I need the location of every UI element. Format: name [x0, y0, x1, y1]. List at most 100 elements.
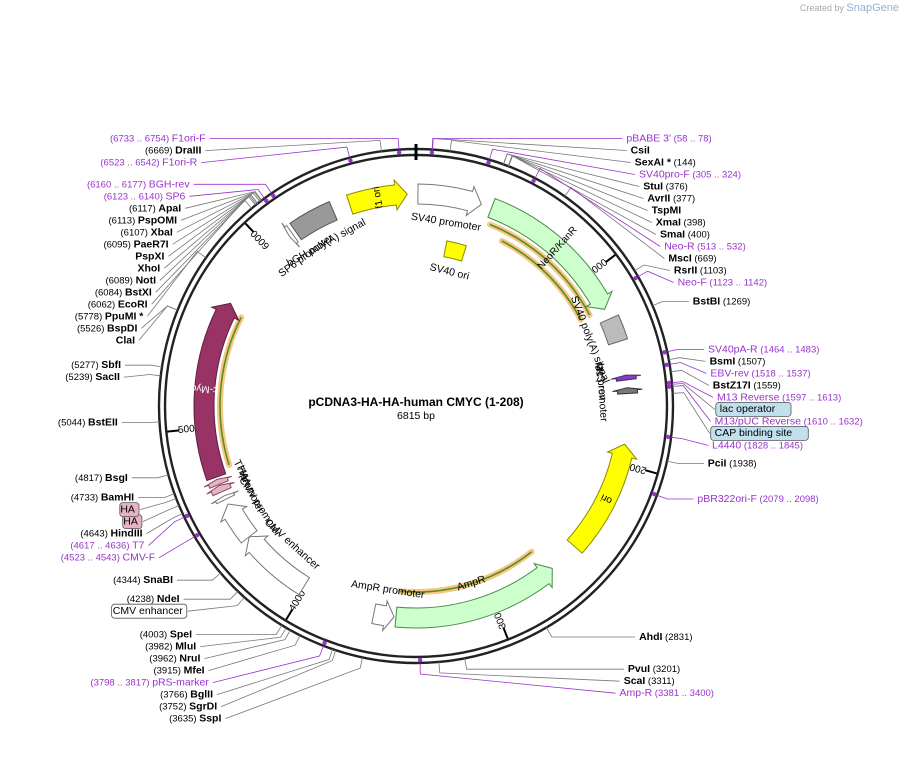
enzyme-position: (5277): [71, 360, 101, 371]
feature-tag-ha: HA: [120, 503, 135, 515]
primer-name: Amp-R: [620, 687, 653, 699]
primer-site-pbabe-3: [429, 150, 435, 155]
primer-name: Neo-R: [664, 240, 695, 252]
orf-line: [501, 240, 582, 321]
leader-t7: [148, 516, 185, 546]
leader-f1ori-r: [201, 146, 351, 163]
enzyme-position: (5044): [58, 417, 88, 428]
leader-paer7i: [172, 194, 259, 245]
primer-f1ori-f: (6733 .. 6754) F1ori-F: [110, 132, 206, 144]
primer-site-bgh-rev: [271, 193, 276, 199]
plasmid-length: 6815 bp: [397, 410, 435, 422]
orf-line: [400, 551, 533, 593]
leader-xmai: [507, 155, 652, 223]
feature-label-f1-ori: f1 ori: [371, 185, 386, 209]
enzyme-spei: (4003) SpeI: [140, 628, 192, 640]
primer-name: EBV-rev: [710, 367, 749, 379]
enzyme-paer7i: (6095) PaeR7I: [103, 238, 168, 250]
primer-cmv-f: (4523 .. 4543) CMV-F: [61, 551, 155, 563]
primer-bgh-rev: (6160 .. 6177) BGH-rev: [87, 178, 190, 190]
leader-m13-reverse: [671, 381, 714, 398]
enzyme-apai: (6117) ApaI: [129, 202, 181, 214]
primer-position: (1597 .. 1613): [779, 392, 841, 403]
primer-t7: (4617 .. 4636) T7: [70, 539, 144, 551]
enzyme-position: (6062): [88, 299, 118, 310]
leader-pcii: [666, 460, 704, 464]
enzyme-name: SacII: [95, 371, 120, 383]
enzyme-position: (144): [671, 157, 696, 168]
enzyme-name: XmaI: [656, 216, 681, 228]
leader-ppumi: [147, 250, 207, 317]
enzyme-position: (3962): [149, 653, 179, 664]
enzyme-xhoi: XhoI: [137, 262, 160, 274]
feature-tag-box: [111, 603, 188, 619]
feature-ampr-promoter: [371, 599, 395, 633]
enzyme-pspxi: PspXI: [135, 250, 164, 262]
enzyme-name: PpuMI *: [105, 310, 144, 322]
enzyme-name: RsrII: [674, 264, 697, 276]
enzyme-name: SexAI *: [635, 156, 672, 168]
enzyme-name: BspDI: [107, 322, 137, 334]
enzyme-name: MscI: [668, 252, 691, 264]
enzyme-name: NotI: [136, 274, 156, 286]
primer-site-prs-marker: [322, 640, 327, 646]
orf-line: [219, 317, 242, 466]
enzyme-position: (1269): [720, 296, 750, 307]
primer-name: pBABE 3': [626, 132, 671, 144]
primer-name: SP6: [166, 190, 186, 202]
leader-bamhi: [138, 493, 175, 499]
enzyme-tspmi: TspMI: [652, 204, 682, 216]
primer-position: (2079 .. 2098): [757, 494, 819, 505]
enzyme-name: EcoRI: [118, 298, 148, 310]
enzyme-ppumi: (5778) PpuMI *: [75, 310, 145, 322]
enzyme-name: SgrDI: [189, 700, 217, 712]
enzyme-position: (1507): [735, 356, 765, 367]
enzyme-noti: (6089) NotI: [105, 274, 156, 286]
tick-mark-4000: [285, 608, 294, 621]
enzyme-name: NdeI: [157, 593, 180, 605]
feature-label-ori: ori: [599, 491, 614, 506]
enzyme-position: (4003): [140, 629, 170, 640]
feature-label-ha: HA: [237, 469, 254, 487]
primer-site-l4440: [665, 434, 671, 440]
leader-m13-puc-reverse: [672, 385, 711, 422]
leader-xbai: [176, 192, 261, 233]
enzyme-avrii: AvrII (377): [647, 192, 695, 204]
leader-ebv-rev: [669, 362, 707, 374]
feature-label-sv40-ori: SV40 ori: [428, 261, 470, 282]
enzyme-name: AvrII: [647, 192, 670, 204]
primer-sv40pa-r: SV40pA-R (1464 .. 1483): [708, 343, 819, 355]
enzyme-position: (6669): [145, 145, 175, 156]
enzyme-name: BstBI: [693, 295, 721, 307]
enzyme-position: (3635): [169, 713, 199, 724]
leader-neo-f: [637, 270, 674, 283]
feature-ori: [566, 443, 639, 554]
leader-avrii: [503, 153, 644, 199]
enzyme-xbai: (6107) XbaI: [121, 226, 173, 238]
leader-sp6: [189, 189, 265, 199]
feature-tag-cap-binding-site: CAP binding site: [715, 427, 793, 439]
primer-name: CMV-F: [123, 551, 156, 563]
enzyme-name: StuI: [643, 180, 663, 192]
leader-stui: [502, 153, 640, 187]
enzyme-sspi: (3635) SspI: [169, 712, 221, 724]
enzyme-name: BamHI: [101, 491, 134, 503]
enzyme-name: SbfI: [101, 359, 121, 371]
feature-tag-cmv-enhancer: CMV enhancer: [113, 605, 184, 617]
leader-amp-r: [419, 662, 616, 694]
enzyme-bsgi: (4817) BsgI: [75, 472, 128, 484]
enzyme-name: BglII: [190, 688, 213, 700]
enzyme-position: (4238): [127, 594, 157, 605]
enzyme-bglii: (3766) BglII: [160, 688, 213, 700]
enzyme-position: (6113): [109, 215, 138, 226]
enzyme-position: (4344): [113, 575, 143, 586]
leader-pbr322ori-f: [656, 494, 694, 500]
enzyme-stui: StuI (376): [643, 180, 688, 192]
primer-site-amp-r: [417, 657, 423, 663]
enzyme-name: XbaI: [151, 226, 173, 238]
primer-sv40pro-f: SV40pro-F (305 .. 324): [639, 168, 741, 180]
primer-site-neo-r: [531, 178, 536, 184]
enzyme-csii: CsiI: [631, 144, 650, 156]
feature-sv40-promoter: [417, 183, 482, 217]
